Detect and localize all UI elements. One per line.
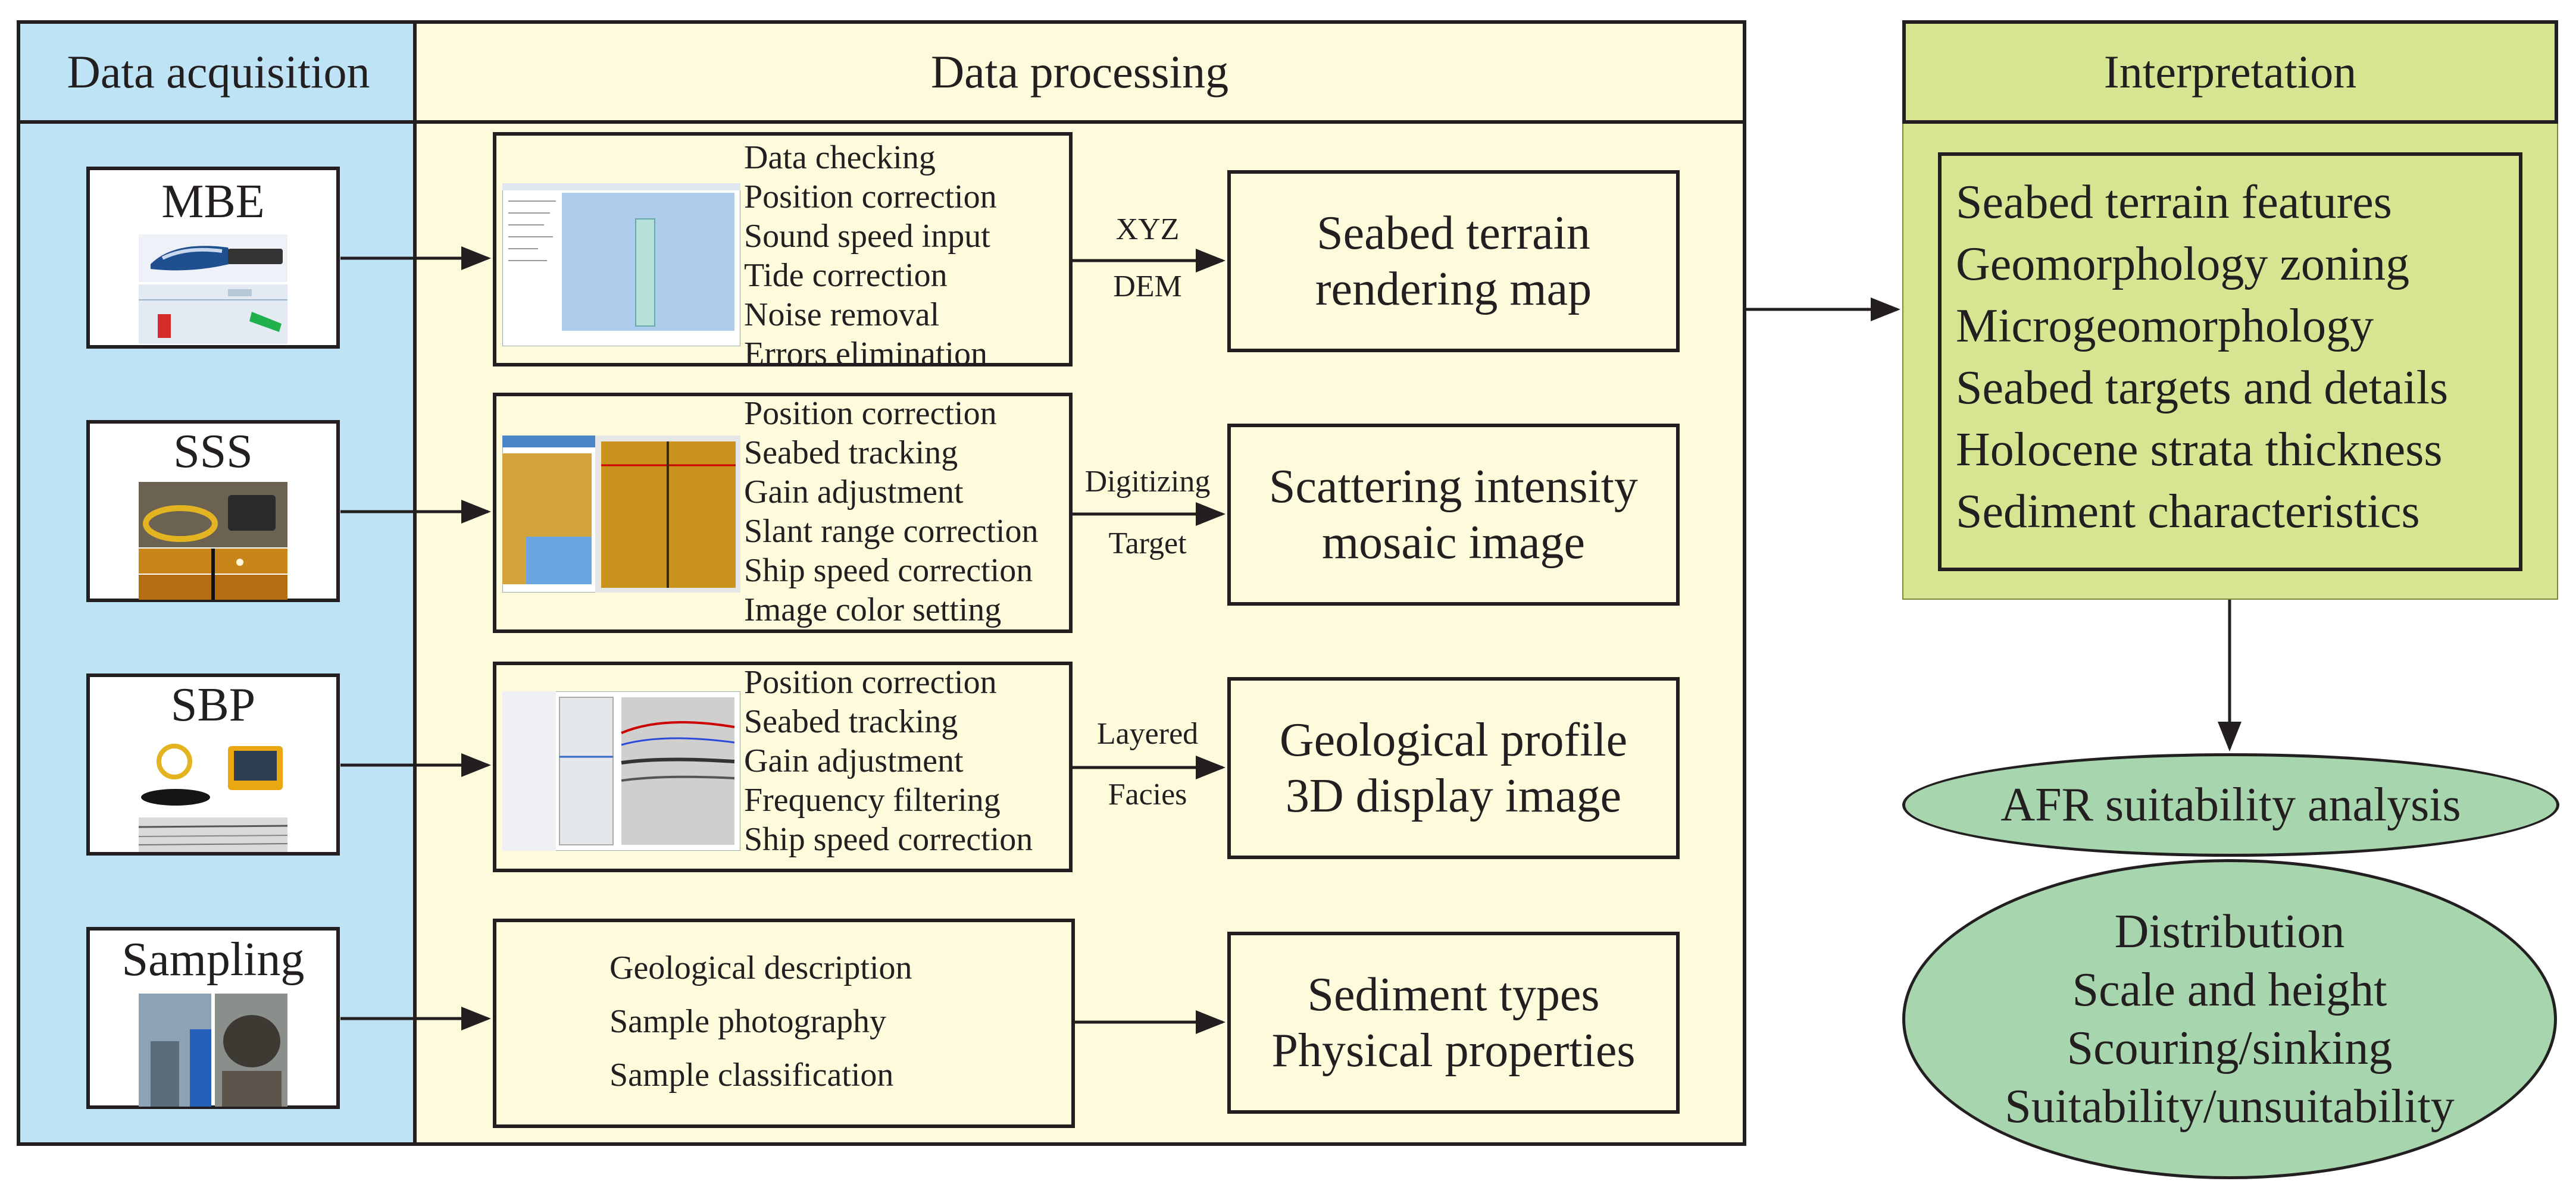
- sampling-photo: [139, 994, 287, 1107]
- mbe-software-screenshot: [502, 183, 740, 346]
- output-terrain-map: Seabed terrain rendering map: [1227, 170, 1680, 352]
- step-item: Gain adjustment: [744, 474, 964, 510]
- processing-header: Data processing: [413, 20, 1746, 124]
- afr-details-ellipse: Distribution Scale and height Scouring/s…: [1902, 859, 2557, 1179]
- interpretation-item: Seabed targets and details: [1956, 362, 2449, 414]
- sampling-processing-steps: Geological description Sample photograph…: [609, 941, 912, 1102]
- sss-equipment-photo: [139, 482, 287, 600]
- arrow-label-bottom: DEM: [1113, 270, 1182, 303]
- interpretation-list: Seabed terrain features Geomorphology zo…: [1956, 171, 2448, 543]
- sbp-processing-steps: Position correction Seabed tracking Gain…: [744, 663, 1033, 859]
- output-mosaic-image: Scattering intensity mosaic image: [1227, 424, 1680, 606]
- instrument-sbp: SBP: [86, 673, 340, 856]
- step-item: Sample classification: [609, 1057, 894, 1094]
- step-item: Ship speed correction: [744, 552, 1033, 589]
- afr-item: Suitability/unsuitability: [2005, 1080, 2455, 1133]
- output-line: Seabed terrain: [1317, 207, 1590, 259]
- step-item: Position correction: [744, 664, 997, 701]
- instrument-label: Sampling: [121, 933, 305, 986]
- interpretation-item: Microgeomorphology: [1956, 300, 2374, 352]
- step-item: Gain adjustment: [744, 743, 964, 779]
- step-item: Seabed tracking: [744, 703, 958, 740]
- processing-box-sbp: Position correction Seabed tracking Gain…: [493, 662, 1073, 872]
- interpretation-panel: [1902, 124, 2558, 600]
- step-item: Geological description: [609, 950, 912, 986]
- step-item: Tide correction: [744, 257, 948, 294]
- step-item: Sample photography: [609, 1003, 887, 1040]
- output-line: Geological profile: [1279, 714, 1628, 766]
- interpretation-item: Seabed terrain features: [1956, 176, 2392, 228]
- arrow-label-top: Layered: [1096, 717, 1199, 751]
- step-item: Position correction: [744, 178, 997, 215]
- output-line: rendering map: [1315, 263, 1592, 315]
- afr-item: Scouring/sinking: [2067, 1022, 2393, 1074]
- step-item: Errors elimination: [744, 336, 988, 372]
- step-item: Noise removal: [744, 296, 940, 333]
- output-profile-image: Geological profile 3D display image: [1227, 677, 1680, 859]
- arrow-label-bottom: Facies: [1108, 778, 1187, 812]
- interpretation-list-box: Seabed terrain features Geomorphology zo…: [1938, 152, 2522, 571]
- instrument-label: SBP: [170, 679, 256, 731]
- afr-item: Distribution: [2114, 906, 2345, 958]
- output-line: Scattering intensity: [1269, 460, 1638, 513]
- step-item: Frequency filtering: [744, 782, 1001, 819]
- step-item: Data checking: [744, 139, 936, 176]
- interpretation-item: Sediment characteristics: [1956, 485, 2420, 538]
- interpretation-header: Interpretation: [1902, 20, 2558, 124]
- sss-software-screenshot: [502, 436, 740, 593]
- output-line: Physical properties: [1271, 1025, 1636, 1077]
- mbe-equipment-photo: [139, 234, 287, 344]
- instrument-label: SSS: [173, 425, 253, 478]
- acquisition-title: Data acquisition: [67, 46, 370, 98]
- afr-title: AFR suitability analysis: [2000, 778, 2461, 831]
- sbp-equipment-photo: [139, 738, 287, 852]
- afr-item: Scale and height: [2072, 964, 2387, 1016]
- sss-processing-steps: Position correction Seabed tracking Gain…: [744, 394, 1038, 629]
- output-line: mosaic image: [1321, 516, 1586, 569]
- mbe-processing-steps: Data checking Position correction Sound …: [744, 138, 997, 374]
- instrument-label: MBE: [161, 176, 265, 228]
- step-item: Image color setting: [744, 591, 1002, 628]
- processing-title: Data processing: [930, 46, 1229, 98]
- step-item: Slant range correction: [744, 513, 1039, 550]
- step-item: Seabed tracking: [744, 434, 958, 471]
- afr-title-ellipse: AFR suitability analysis: [1902, 753, 2559, 857]
- instrument-mbe: MBE: [86, 167, 340, 349]
- step-item: Ship speed correction: [744, 821, 1033, 858]
- output-line: Sediment types: [1307, 969, 1600, 1021]
- interpretation-item: Holocene strata thickness: [1956, 424, 2443, 476]
- instrument-sampling: Sampling: [86, 927, 340, 1109]
- sbp-software-screenshot: [502, 691, 740, 851]
- processing-box-mbe: Data checking Position correction Sound …: [493, 132, 1073, 372]
- processing-box-sampling: Geological description Sample photograph…: [493, 919, 1075, 1128]
- interpretation-title: Interpretation: [2103, 46, 2357, 98]
- arrow-label-top: XYZ: [1115, 212, 1180, 246]
- output-sediment-properties: Sediment types Physical properties: [1227, 932, 1680, 1114]
- arrow-label-top: Digitizing: [1084, 465, 1211, 499]
- acquisition-header: Data acquisition: [17, 20, 417, 124]
- processing-box-sss: Position correction Seabed tracking Gain…: [493, 393, 1073, 633]
- output-line: 3D display image: [1285, 770, 1622, 822]
- step-item: Sound speed input: [744, 218, 990, 255]
- arrow-label-bottom: Target: [1108, 527, 1187, 560]
- interpretation-item: Geomorphology zoning: [1956, 238, 2410, 290]
- instrument-sss: SSS: [86, 420, 340, 602]
- step-item: Position correction: [744, 395, 997, 432]
